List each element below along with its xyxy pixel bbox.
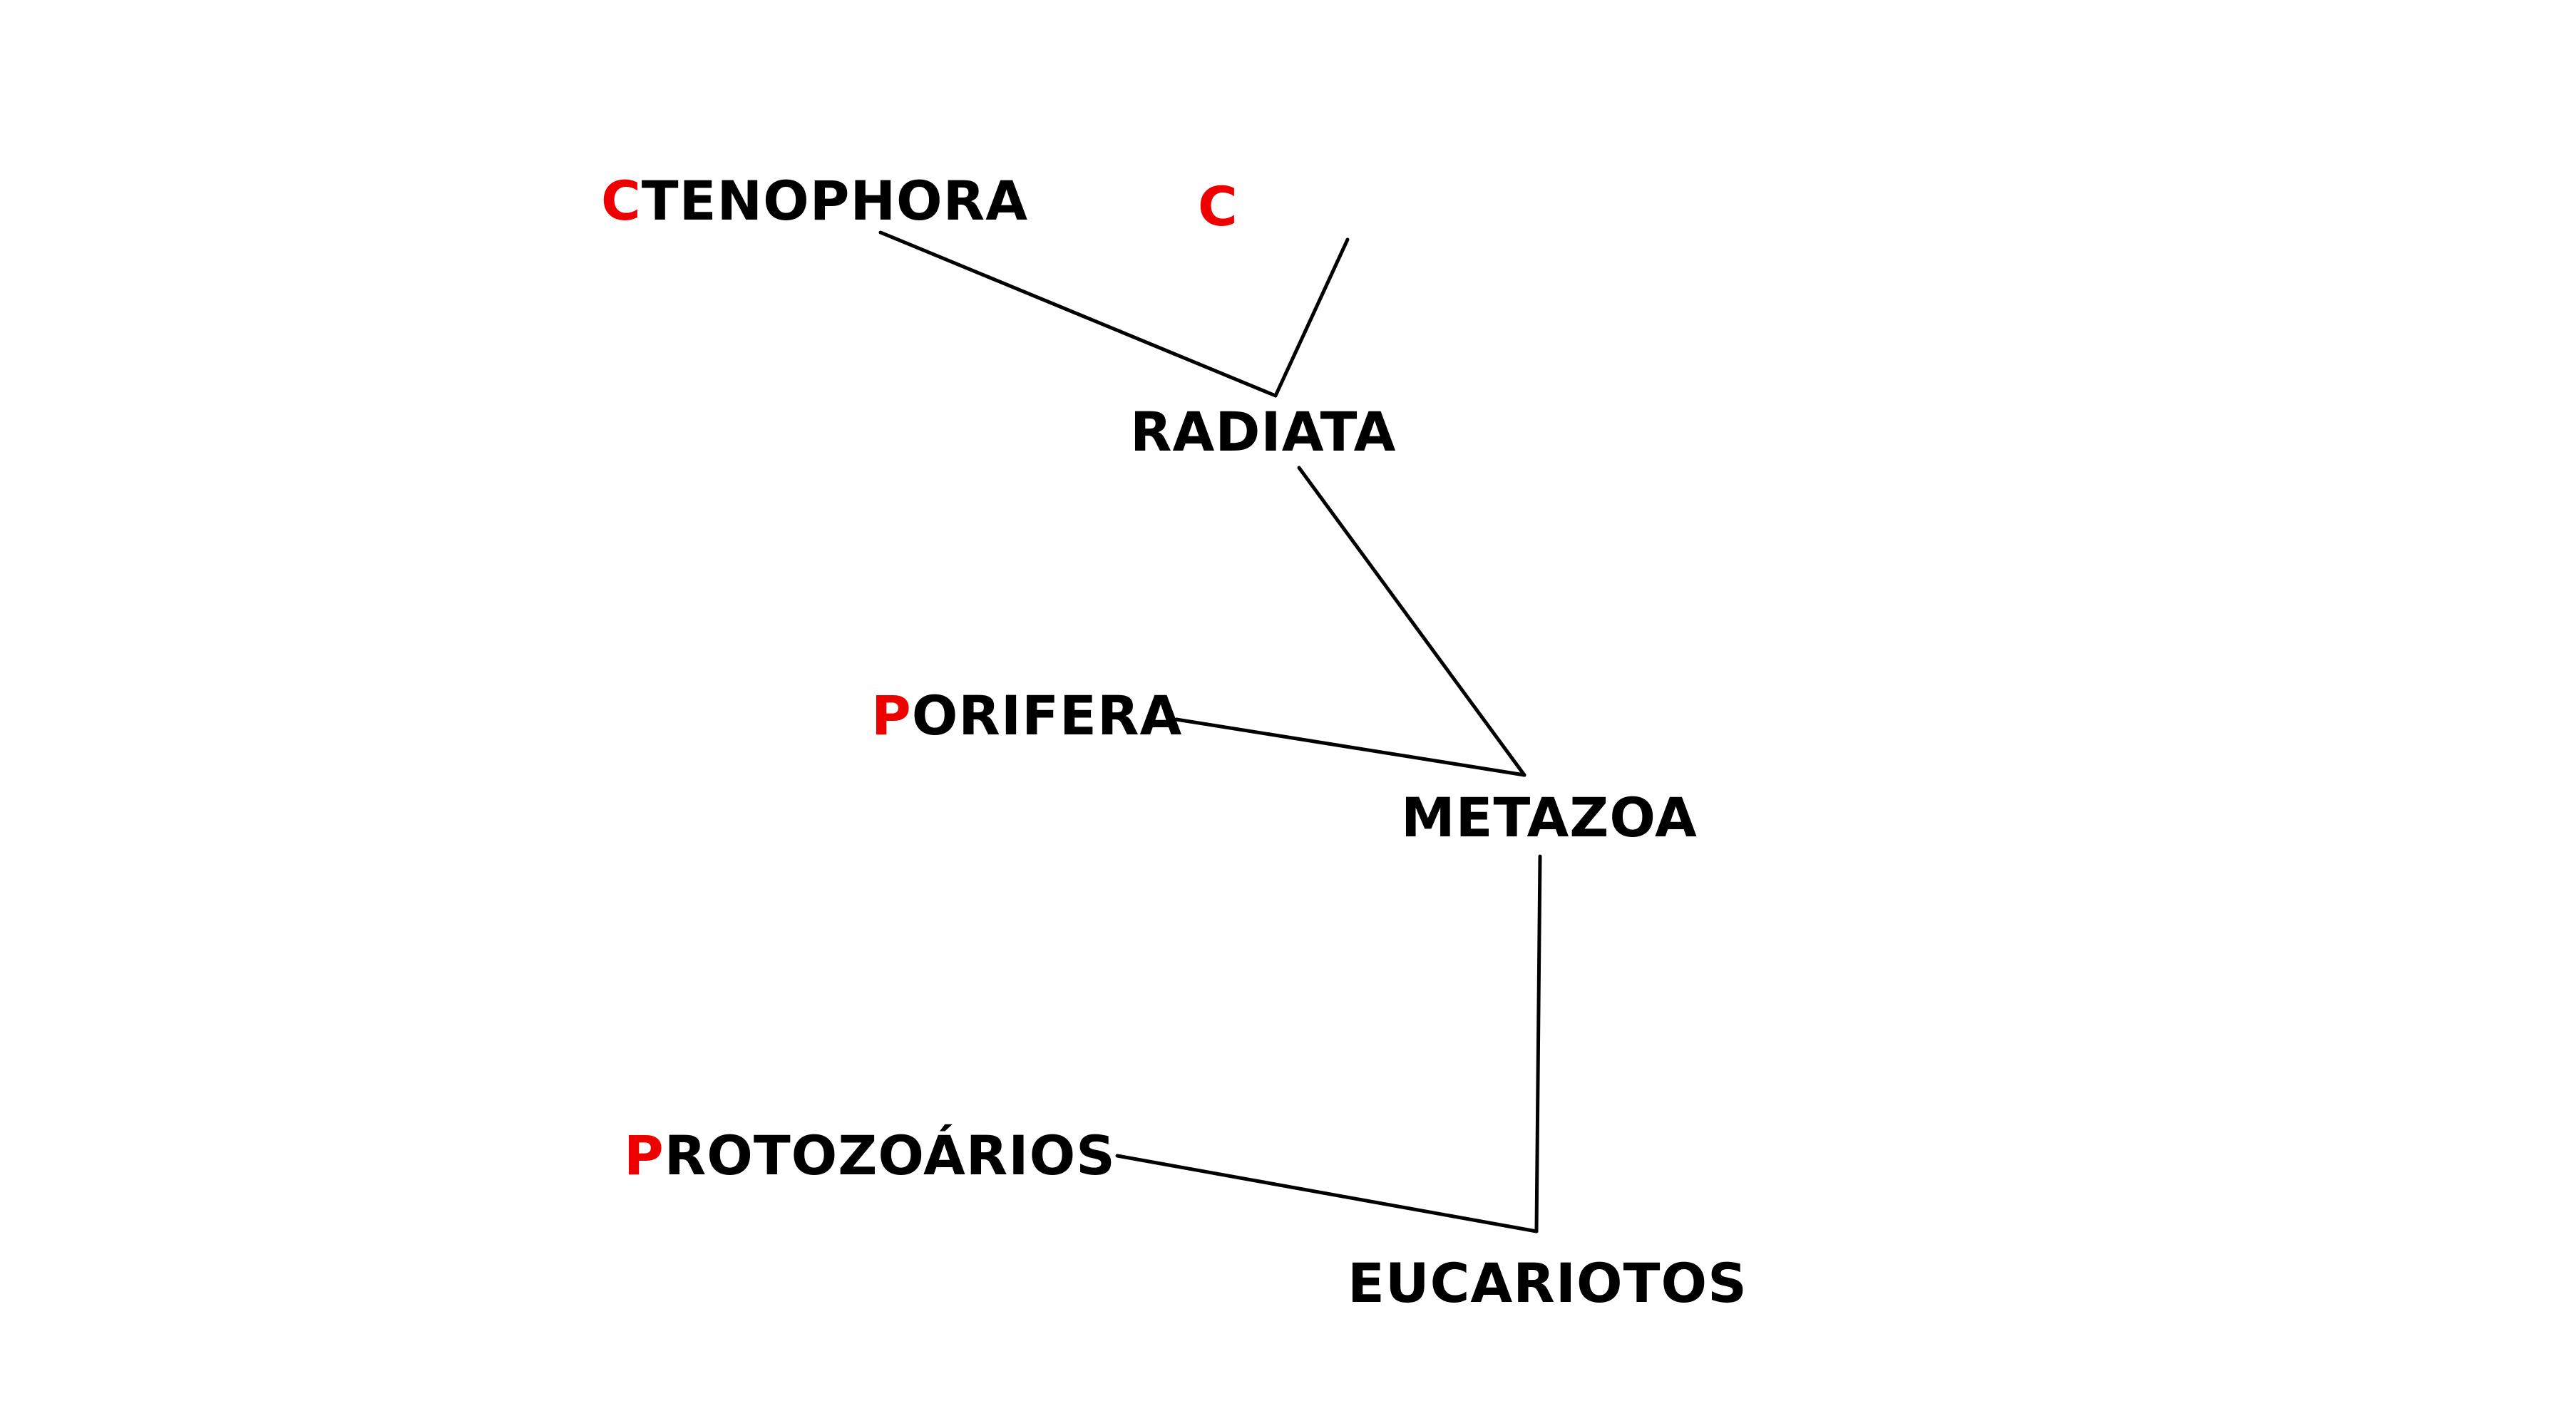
node-ctenophora-rest: TENOPHORA bbox=[641, 169, 1029, 232]
edge-ctenophora-radiata bbox=[878, 230, 1278, 398]
node-metazoa: METAZOA bbox=[1401, 791, 1698, 845]
node-porifera: PORIFERA bbox=[871, 689, 1182, 743]
edge-metazoa-eucariotos bbox=[1534, 854, 1542, 1233]
edge-porifera-metazoa bbox=[1174, 717, 1526, 777]
node-ctenophora: CTENOPHORA bbox=[601, 174, 1028, 228]
node-radiata: RADIATA bbox=[1130, 405, 1396, 459]
node-eucariotos-label: EUCARIOTOS bbox=[1348, 1251, 1748, 1315]
node-radiata-label: RADIATA bbox=[1130, 400, 1397, 463]
node-metazoa-label: METAZOA bbox=[1401, 786, 1698, 849]
node-porifera-initial: P bbox=[871, 684, 912, 747]
node-c-initial: C bbox=[1198, 175, 1238, 238]
node-protozoarios: PROTOZOÁRIOS bbox=[624, 1129, 1116, 1183]
edge-c-radiata bbox=[1273, 237, 1350, 398]
node-c: C bbox=[1198, 180, 1238, 234]
node-eucariotos: EUCARIOTOS bbox=[1348, 1256, 1748, 1310]
node-protozoarios-initial: P bbox=[624, 1124, 664, 1187]
node-protozoarios-rest: ROTOZOÁRIOS bbox=[664, 1124, 1116, 1187]
edge-radiata-metazoa bbox=[1297, 466, 1526, 777]
edge-protozoarios-eucariotos bbox=[1115, 1154, 1539, 1233]
node-porifera-rest: ORIFERA bbox=[911, 684, 1183, 747]
node-ctenophora-initial: C bbox=[601, 169, 642, 232]
